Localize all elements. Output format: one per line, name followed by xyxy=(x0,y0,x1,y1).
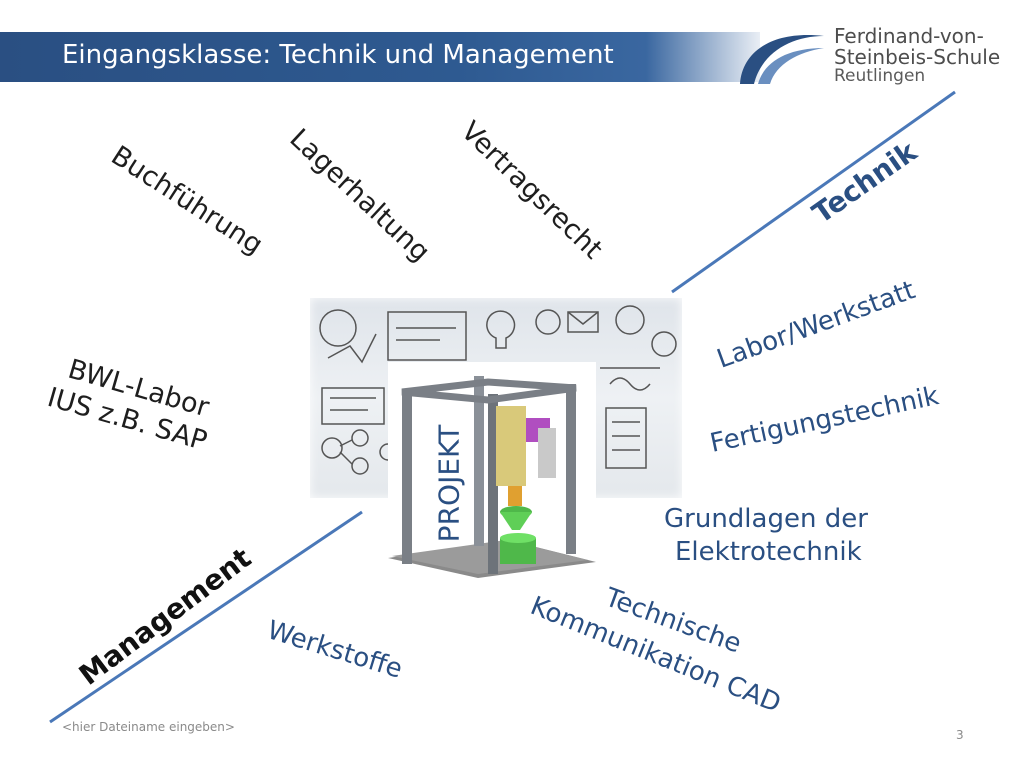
header-bar xyxy=(0,32,760,82)
school-logo-icon xyxy=(740,35,824,84)
project-model-card xyxy=(388,362,596,578)
slide-title: Eingangsklasse: Technik und Management xyxy=(62,40,614,70)
projekt-label: PROJEKT xyxy=(432,424,466,543)
label-elektrotechnik: Elektrotechnik xyxy=(675,537,862,567)
school-name-line2: Steinbeis-Schule xyxy=(834,45,1001,69)
page-number: 3 xyxy=(956,728,964,742)
label-grundlagen-der: Grundlagen der xyxy=(664,504,868,534)
footer-filename: <hier Dateiname eingeben> xyxy=(62,720,235,734)
school-name: Ferdinand-von- Steinbeis-Schule Reutling… xyxy=(834,26,1000,85)
machine-frame-icon xyxy=(388,376,596,578)
school-name-line1: Ferdinand-von- xyxy=(834,24,984,48)
school-name-line3: Reutlingen xyxy=(834,66,926,86)
